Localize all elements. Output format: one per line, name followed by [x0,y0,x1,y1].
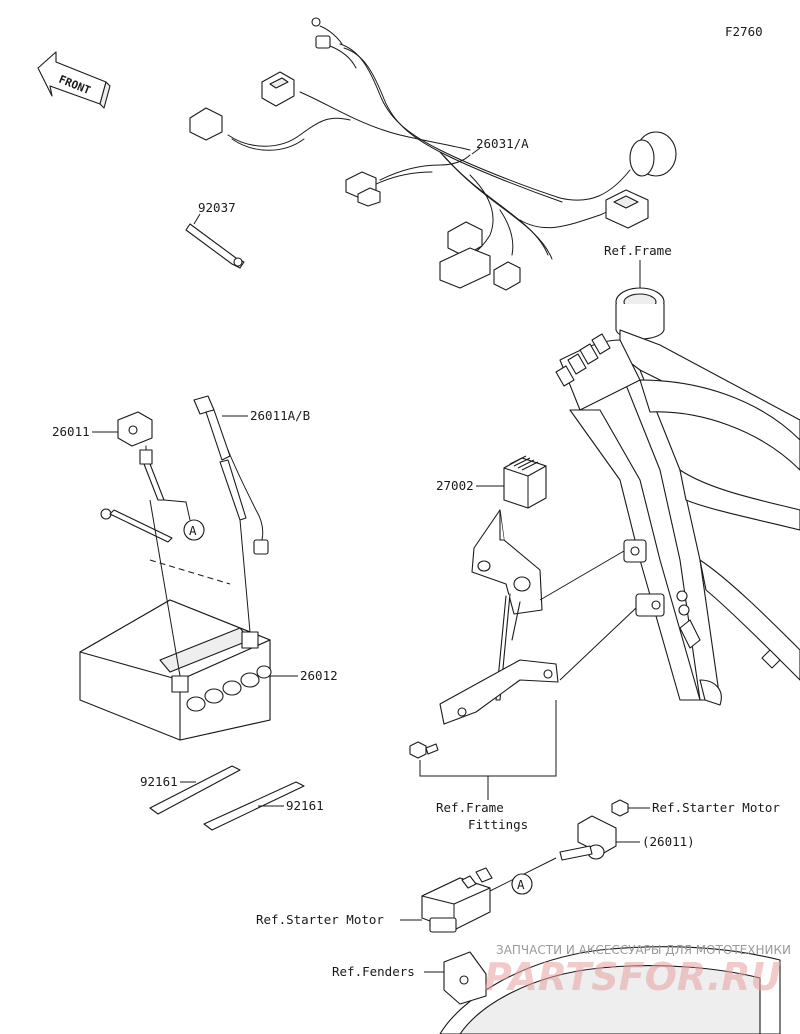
battery-lead-26011 [92,411,165,501]
frame-assembly [555,287,800,706]
label-starter-motor-left: Ref.Starter Motor [256,912,384,927]
label-92161-b: 92161 [286,798,324,813]
label-frame-fittings-1: Ref.Frame [436,800,504,815]
pad-92161-a [149,765,241,815]
bracket-bolt [409,741,439,759]
label-26011: 26011 [52,424,90,439]
harness-connector-f [493,261,521,291]
label-starter-motor-top: Ref.Starter Motor [652,800,780,815]
label-frame-fittings-2: Fittings [468,817,528,832]
label-27002: 27002 [436,478,474,493]
harness-round-connector [629,131,677,177]
fender-assembly [424,946,781,1034]
ground-cable [100,508,173,543]
label-92161-a: 92161 [140,774,178,789]
starter-relay-switch [400,867,493,933]
main-wiring-harness [189,17,677,291]
reference-circle-a-lower: A [511,873,533,895]
label-ref-frame: Ref.Frame [604,243,672,258]
label-ref-fenders: Ref.Fenders [332,964,415,979]
harness-connector-d [447,221,483,257]
relay-bracket [409,509,637,759]
label-26011-ref: (26011) [642,834,695,849]
label-harness: 26031/A [476,136,529,151]
relay-27002 [476,455,547,509]
svg-text:A: A [517,877,525,892]
figure-code: F2760 [725,24,763,39]
battery-26012 [79,499,298,741]
label-92037: 92037 [198,200,236,215]
label-26011ab: 26011A/B [250,408,310,423]
frame-fittings-leader [419,700,557,800]
harness-connector-e [439,247,491,289]
watermark-logo: ЗАПЧАСТИ И АКСЕССУАРЫ ДЛЯ МОТОТЕХНИКИ PA… [484,943,791,999]
label-26012: 26012 [300,668,338,683]
svg-text:A: A [189,523,197,538]
frame-bracket-fingers [555,333,611,387]
harness-connector-b [189,107,223,141]
svg-text:PARTSFOR.RU: PARTSFOR.RU [484,955,782,999]
harness-connector-g [605,189,649,229]
clamp-92037 [185,213,245,269]
harness-connector-a [261,71,295,107]
pad-92161-b [203,781,305,831]
front-arrow-icon: FRONT [37,51,111,109]
reference-circle-a-upper: A [163,499,205,541]
svg-text:ЗАПЧАСТИ И АКСЕССУАРЫ ДЛЯ МОТО: ЗАПЧАСТИ И АКСЕССУАРЫ ДЛЯ МОТОТЕХНИКИ [496,943,791,957]
battery-lead-26011ab [193,395,269,555]
harness-connector-c [345,171,381,207]
starter-bolt-top [611,799,650,817]
